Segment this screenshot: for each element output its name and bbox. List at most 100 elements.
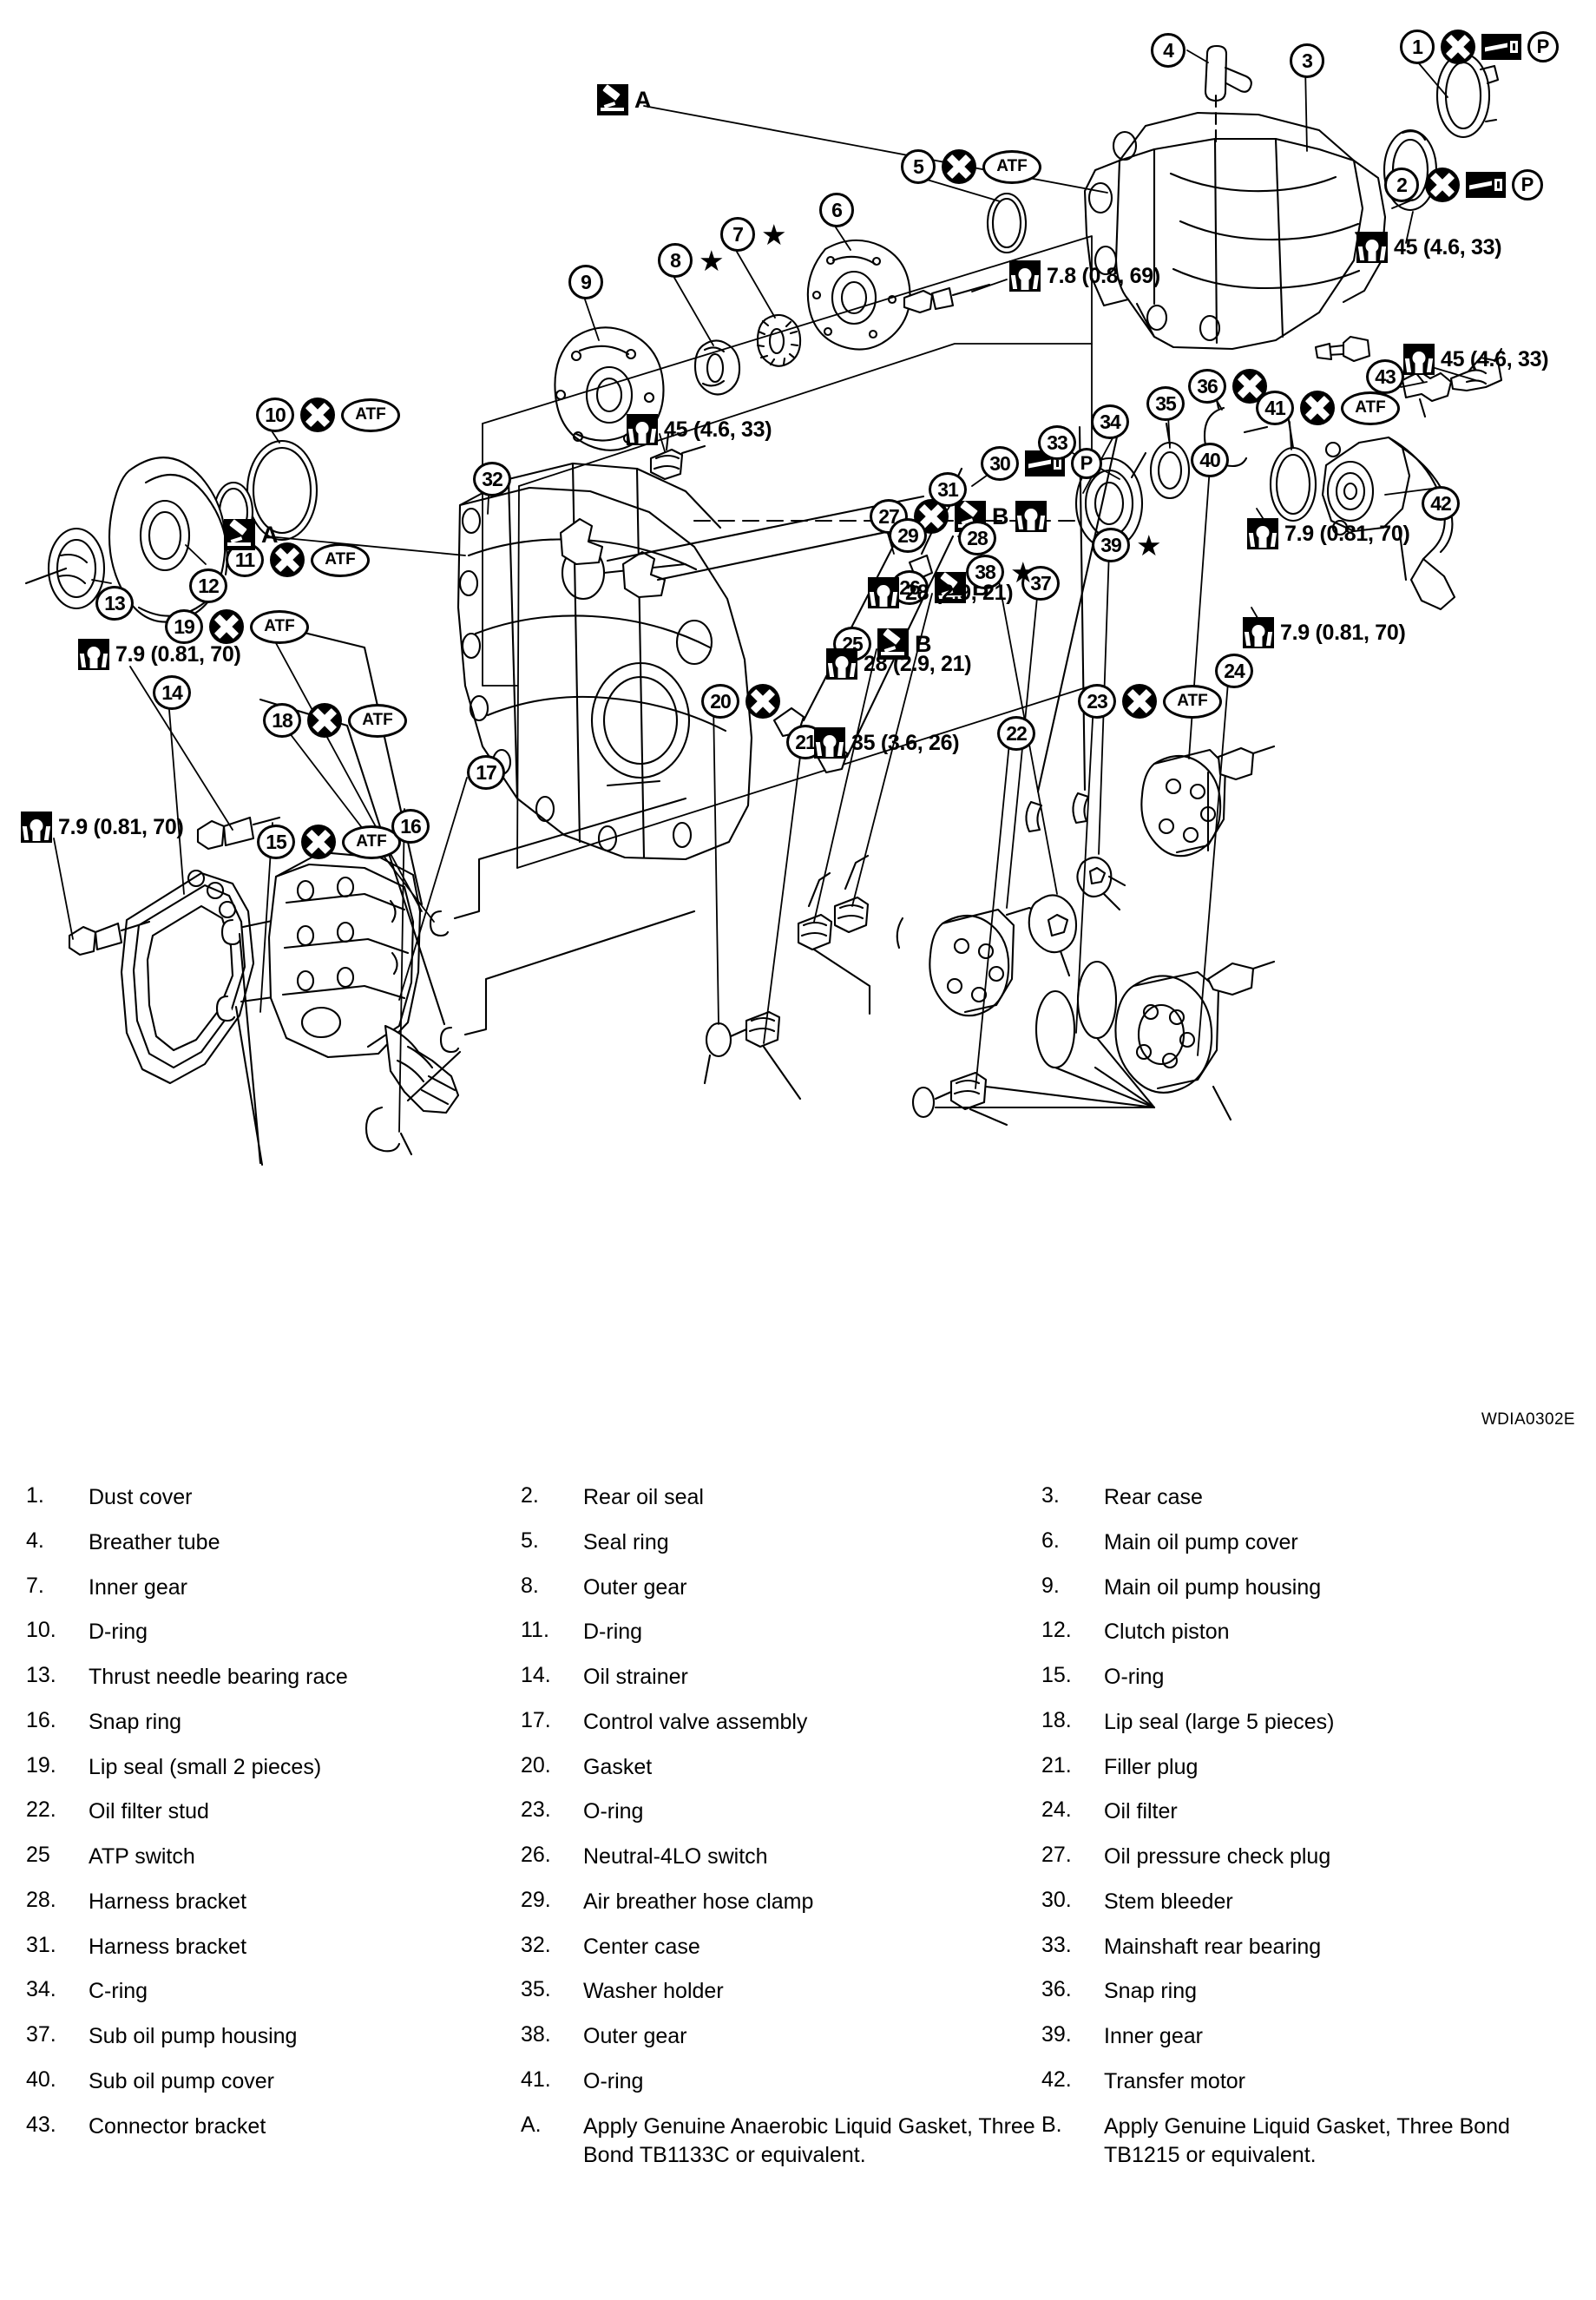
part-label: Apply Genuine Anaerobic Liquid Gasket, T… — [583, 2113, 1035, 2168]
torque-value: 28 (2.9, 21) — [905, 580, 1014, 605]
part-label: Filler plug — [1104, 1754, 1199, 1779]
part-label: Oil filter stud — [89, 1799, 209, 1824]
torque-label-sub-oil-pump-cover-bolt: 7.9 (0.81, 70) — [1247, 518, 1410, 549]
part-label: Center case — [583, 1934, 700, 1959]
parts-list-entry: B. Apply Genuine Liquid Gasket, Three Bon… — [1041, 2105, 1562, 2179]
callout-19[interactable]: 19 ATF — [165, 609, 309, 644]
callout-12[interactable]: 12 — [189, 568, 227, 603]
torque-label-filler-plug: 35 (3.6, 26) — [814, 727, 960, 759]
part-number: 43. — [26, 2112, 56, 2137]
callout-38[interactable]: 38 ★ — [966, 555, 1036, 589]
parts-list-entry: 20.Gasket — [521, 1745, 1041, 1791]
callout-18[interactable]: 18 ATF — [263, 703, 407, 738]
callout-34[interactable]: 34 — [1091, 404, 1129, 439]
torque-icon — [627, 414, 658, 445]
parts-list-entry: 1.Dust cover — [0, 1475, 521, 1521]
item-number-27: 27 — [870, 499, 908, 534]
parts-list-entry: 21. Filler plug — [1041, 1745, 1562, 1791]
parts-list-entry: 7.Inner gear — [0, 1566, 521, 1611]
item-number-13: 13 — [95, 586, 134, 621]
callout-5[interactable]: 5 ATF — [901, 149, 1041, 184]
liquid-gasket-icon — [224, 519, 255, 550]
part-number: 30. — [1041, 1887, 1072, 1912]
torque-icon — [1243, 617, 1274, 648]
part-label: Oil pressure check plug — [1104, 1844, 1331, 1869]
item-number-40: 40 — [1191, 443, 1229, 477]
callout-8[interactable]: 8 ★ — [658, 243, 725, 278]
torque-label-oil-strainer-bolt: 7.9 (0.81, 70) — [21, 812, 184, 843]
parts-list-entry: 18.Lip seal (large 5 pieces) — [1041, 1700, 1562, 1745]
part-number: 16. — [26, 1707, 56, 1732]
callout-33[interactable]: 33 — [1038, 425, 1076, 460]
callout-20[interactable]: 20 — [701, 684, 780, 719]
item-number-7: 7 — [720, 217, 755, 252]
callout-4[interactable]: 4 — [1151, 33, 1186, 68]
callout-29[interactable]: 29 — [889, 518, 927, 553]
atf-icon: ATF — [250, 609, 309, 644]
callout-13[interactable]: 13 — [95, 586, 134, 621]
torque-icon — [1015, 501, 1047, 532]
callout-28[interactable]: 28 — [958, 521, 996, 555]
torque-icon — [1009, 260, 1041, 292]
callout-42[interactable]: 42 — [1422, 486, 1460, 521]
callout-15[interactable]: 15 ATF — [257, 825, 401, 859]
callout-32[interactable]: 32 — [473, 462, 511, 496]
callout-14[interactable]: 14 — [153, 675, 191, 710]
callout-24[interactable]: 24 — [1215, 654, 1253, 688]
part-number: B. — [1041, 2112, 1062, 2137]
item-number-42: 42 — [1422, 486, 1460, 521]
callout-39[interactable]: 39 ★ — [1092, 528, 1162, 562]
torque-label-rear-case-bolt: 45 (4.6, 33) — [1356, 232, 1502, 263]
gasket-letter-b: B — [915, 630, 932, 657]
part-number: 3. — [1041, 1483, 1060, 1508]
callout-16[interactable]: 16 — [391, 809, 430, 844]
callout-41[interactable]: 41 ATF — [1256, 391, 1400, 425]
callout-36[interactable]: 36 — [1188, 369, 1267, 404]
item-number-39: 39 — [1092, 528, 1130, 562]
item-number-19: 19 — [165, 609, 203, 644]
part-label: Stem bleeder — [1104, 1889, 1233, 1914]
part-label: Apply Genuine Liquid Gasket, Three Bond … — [1104, 2113, 1510, 2168]
parts-list-entry: 38.Outer gear — [521, 2014, 1041, 2060]
torque-label-oil-filter-bolt: 7.9 (0.81, 70) — [1243, 617, 1406, 648]
part-number: 21. — [1041, 1752, 1072, 1778]
gasket-marker-A-center-case: A — [224, 519, 279, 550]
exploded-parts-diagram: 4 3 1 P 2 P 5 ATF 6 7 ★ 8 ★ 9 10 ATF 11 — [0, 0, 1596, 1475]
torque-label-atp-switch: 28 (2.9, 21) — [826, 648, 972, 680]
part-number: 1. — [26, 1483, 44, 1508]
callout-40[interactable]: 40 — [1191, 443, 1229, 477]
parts-list-entry: 4.Breather tube — [0, 1521, 521, 1566]
callout-6[interactable]: 6 — [819, 193, 854, 227]
callout-7[interactable]: 7 ★ — [720, 217, 787, 252]
callout-1[interactable]: 1 P — [1400, 30, 1559, 64]
callout-22[interactable]: 22 — [997, 716, 1035, 751]
callout-3[interactable]: 3 — [1290, 43, 1324, 78]
callout-35[interactable]: 35 — [1146, 386, 1185, 421]
callout-17[interactable]: 17 — [467, 755, 505, 790]
callout-37[interactable]: 37 — [1021, 566, 1060, 601]
part-number: 29. — [521, 1887, 551, 1912]
callout-10[interactable]: 10 ATF — [256, 398, 400, 432]
callout-43[interactable]: 43 — [1366, 359, 1404, 394]
callout-25[interactable]: 25 B — [833, 627, 932, 661]
part-number: 20. — [521, 1752, 551, 1778]
parts-list-entry: 35.Washer holder — [521, 1969, 1041, 2014]
callout-23[interactable]: 23 ATF — [1078, 684, 1222, 719]
press-tool-icon — [1481, 34, 1521, 60]
part-number: 24. — [1041, 1797, 1072, 1823]
callout-31[interactable]: 31 — [929, 472, 967, 507]
parts-list-entry: 8.Outer gear — [521, 1566, 1041, 1611]
callout-2[interactable]: 2 P — [1384, 168, 1543, 202]
part-label: Outer gear — [583, 2024, 687, 2048]
star-icon: ★ — [1136, 529, 1162, 562]
press-tool-icon — [1466, 172, 1506, 198]
callout-30[interactable]: 30 P — [981, 446, 1102, 481]
callout-9[interactable]: 9 — [568, 265, 603, 299]
